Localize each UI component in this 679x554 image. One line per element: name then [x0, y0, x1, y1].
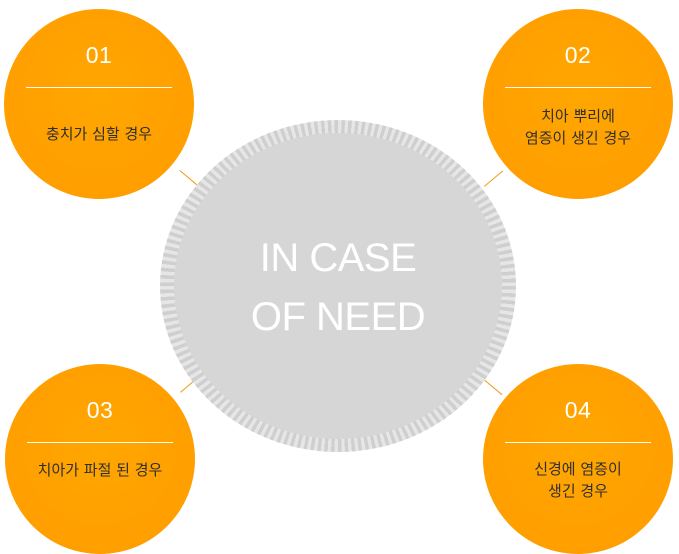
center-title-line-2: OF NEED [250, 295, 426, 339]
case-label: 충치가 심할 경우 [4, 123, 194, 145]
case-label-line: 염증이 생긴 경우 [524, 129, 632, 147]
connector-line-04 [483, 379, 503, 396]
divider [26, 87, 172, 88]
center-title-line-1: IN CASE [259, 236, 417, 280]
case-bubble-01: 01 충치가 심할 경우 [4, 9, 194, 199]
case-number: 02 [564, 42, 592, 68]
case-bubble-02: 02 치아 뿌리에 염증이 생긴 경우 [483, 9, 673, 199]
case-label-line: 치아 뿌리에 [541, 107, 615, 125]
center-circle-inner: IN CASE OF NEED [174, 133, 502, 439]
case-label-line: 치아가 파절 된 경우 [37, 461, 163, 479]
case-label: 치아가 파절 된 경우 [5, 459, 195, 481]
divider [505, 87, 651, 88]
case-label: 치아 뿌리에 염증이 생긴 경우 [483, 105, 673, 149]
case-label-line: 충치가 심할 경우 [45, 125, 153, 143]
case-number: 03 [86, 397, 114, 423]
case-number: 01 [85, 42, 113, 68]
connector-line-01 [179, 170, 199, 187]
case-bubble-04: 04 신경에 염증이 생긴 경우 [483, 364, 673, 554]
case-label-line: 생긴 경우 [548, 482, 608, 500]
divider [505, 442, 651, 443]
center-circle: IN CASE OF NEED [160, 120, 516, 452]
case-bubble-03: 03 치아가 파절 된 경우 [5, 364, 195, 554]
connector-line-02 [484, 170, 504, 187]
case-number: 04 [564, 397, 592, 423]
case-label: 신경에 염증이 생긴 경우 [483, 458, 673, 502]
divider [27, 442, 173, 443]
case-label-line: 신경에 염증이 [534, 460, 622, 478]
